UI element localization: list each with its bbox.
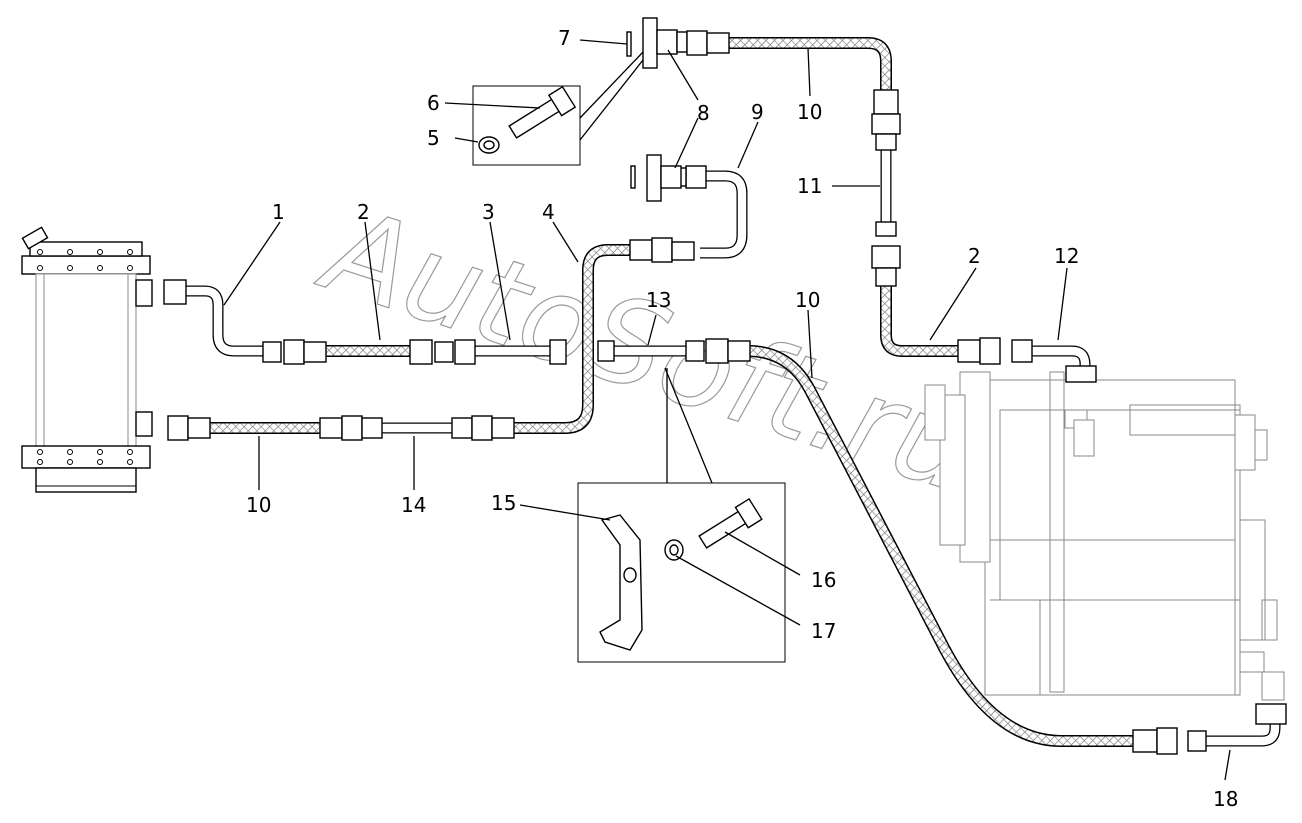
callout-2-right: 2 [968, 244, 981, 268]
inset-bracket [577, 368, 786, 663]
callout-9: 9 [751, 100, 764, 124]
callout-10-mid: 10 [795, 288, 820, 312]
callout-15: 15 [491, 491, 516, 515]
callout-5: 5 [427, 126, 440, 150]
tubes [186, 150, 1281, 747]
leader-lines [223, 39, 1231, 781]
callout-6: 6 [427, 91, 440, 115]
callout-8: 8 [697, 101, 710, 125]
callout-3: 3 [482, 200, 495, 224]
callout-11: 11 [797, 174, 822, 198]
gearbox [924, 371, 1285, 701]
callout-10-bottom: 10 [246, 493, 271, 517]
inset-bolt-washer [472, 51, 644, 166]
callout-17: 17 [811, 619, 836, 643]
callout-12: 12 [1054, 244, 1079, 268]
callout-labels: 1 2 2 3 4 5 6 7 8 9 10 10 10 11 12 13 14… [246, 26, 1238, 811]
callout-4: 4 [542, 200, 555, 224]
filter-unit [21, 226, 153, 493]
callout-16: 16 [811, 568, 836, 592]
callout-14: 14 [401, 493, 426, 517]
callout-2-left: 2 [357, 200, 370, 224]
callout-18: 18 [1213, 787, 1238, 811]
callout-13: 13 [646, 288, 671, 312]
callout-10-top: 10 [797, 100, 822, 124]
fittings [163, 17, 1287, 755]
hoses [208, 37, 1135, 747]
callout-7: 7 [558, 26, 571, 50]
callout-1: 1 [272, 200, 285, 224]
